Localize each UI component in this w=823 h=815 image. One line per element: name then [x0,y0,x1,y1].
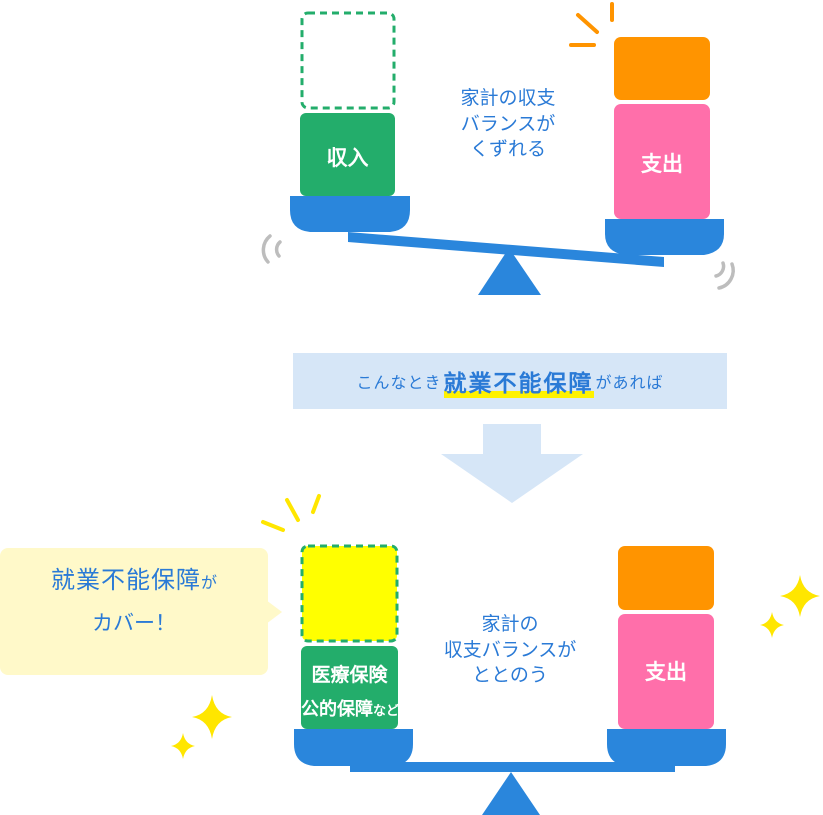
banner-suffix: があれば [595,373,664,392]
top-label-line2: バランスが [460,112,556,135]
bottom-income-box [301,646,398,729]
top-expense-box [614,104,710,219]
bottom-label-line2: 収支バランスが [443,638,577,661]
top-label-line3: くずれる [469,138,546,161]
speech-bubble [0,548,282,675]
bottom-income-protection-box [300,544,399,643]
down-arrow [441,424,583,503]
shake-mark-right [714,261,735,290]
bottom-income-label-line1: 医療保険 [311,664,388,686]
bottom-center-label: 家計の 収支バランスが ととのう [420,612,600,689]
bottom-beam [350,762,675,772]
sparkle-left-small [171,733,195,759]
speech-bubble-text: 就業不能保障が カバー！ [0,560,268,637]
top-missing-income-outline [300,11,396,110]
bottom-emphasis-lines [261,494,321,532]
top-expense-label: 支出 [641,152,683,176]
top-income-label: 収入 [326,146,369,170]
top-emphasis-lines [569,2,614,47]
top-income-box [300,113,395,196]
top-right-pan [605,219,724,255]
top-center-label: 家計の収支 バランスが くずれる [430,86,586,163]
banner-emphasis: 就業不能保障 [443,364,594,398]
banner-prefix: こんなとき [356,373,442,392]
bottom-income-label-suffix: など [372,704,399,719]
bottom-expense-extra-box [618,546,714,610]
bottom-expense-label: 支出 [645,660,687,684]
bottom-label-line3: ととのう [472,664,548,687]
bottom-income-label-line2: 公的保障など [285,695,415,721]
bottom-left-pan [294,729,413,766]
bottom-right-pan [607,729,726,766]
bottom-expense-box [618,614,714,729]
sparkle-right-small [760,612,784,638]
bubble-line2: カバー！ [92,611,176,635]
sparkle-left-large [192,695,232,739]
top-left-pan [290,196,410,232]
bottom-fulcrum [482,772,540,815]
sparkle-right-large [780,575,820,617]
bubble-emphasis: 就業不能保障 [50,566,201,594]
bubble-suffix: が [200,573,217,592]
bottom-label-line1: 家計の [481,613,539,635]
top-fulcrum [478,248,541,295]
bottom-income-label-main: 公的保障 [300,699,373,720]
top-label-line1: 家計の収支 [460,87,556,109]
condition-banner-text: こんなとき 就業不能保障 があれば [293,353,727,409]
shake-mark-left [261,234,282,264]
top-expense-extra-box [614,37,710,100]
top-beam [348,232,664,267]
